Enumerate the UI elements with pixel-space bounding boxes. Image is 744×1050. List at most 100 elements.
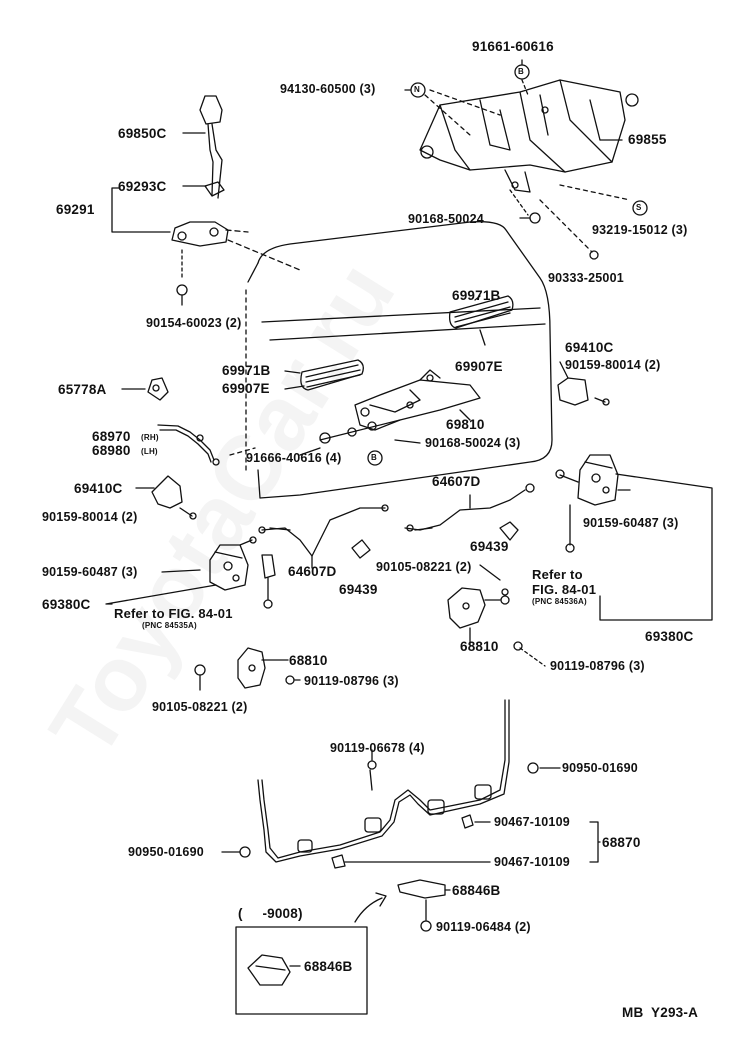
marker-b-top <box>514 64 530 80</box>
part-label: 69293C <box>118 179 167 194</box>
arrow-upgrade <box>354 892 387 923</box>
ref-right-line2: FIG. 84-01 <box>532 582 597 597</box>
lock-mechanism-69810 <box>319 369 481 444</box>
bolt-90154 <box>176 284 188 306</box>
dashed-94130 <box>429 89 501 116</box>
cable-64607D-right <box>404 483 535 532</box>
back-door-outline <box>245 221 553 499</box>
diagram-id: MB Y293-A <box>622 1005 699 1020</box>
ref-left-line1: Refer to FIG. 84-01 <box>114 606 233 621</box>
part-label-suffix: (LH) <box>141 447 158 456</box>
part-label: 90168-50024 <box>408 212 484 226</box>
part-label: 69410C <box>74 481 123 496</box>
part-label: 91661-60616 <box>472 39 554 54</box>
part-label: 68870 <box>602 835 641 850</box>
part-label: 68980 <box>92 443 131 458</box>
part-label: 90159-80014 (2) <box>565 358 661 372</box>
part-label: 94130-60500 (3) <box>280 82 376 96</box>
clip-69439-left <box>351 539 371 559</box>
marker-s <box>632 200 648 216</box>
bracket-68846B-upper <box>397 879 446 899</box>
clip-69439-right <box>499 521 519 541</box>
leader-90105-a <box>479 564 501 581</box>
part-label-suffix: (RH) <box>141 433 159 442</box>
part-label: 90119-06484 (2) <box>436 920 531 934</box>
marker-n <box>410 82 426 98</box>
rod-68970 <box>157 424 220 466</box>
part-label: 90950-01690 <box>562 761 638 775</box>
part-label: 90105-08221 (2) <box>376 560 472 574</box>
ref-right-line3: (PNC 84536A) <box>532 597 587 606</box>
part-label: 90159-60487 (3) <box>42 565 138 579</box>
bracket-68846B-inset <box>247 954 291 986</box>
bracket-68870 <box>589 821 601 863</box>
bracket-69410C-left <box>151 475 197 520</box>
part-label: 91666-40616 (4) <box>246 451 342 465</box>
leader-69410C-a <box>559 361 569 379</box>
part-label: 90467-10109 <box>494 815 570 829</box>
marker-b-label-1: B <box>518 67 524 76</box>
bolt-90105-b <box>194 664 206 691</box>
leader-69907E-b <box>284 385 305 390</box>
garnish-lower <box>300 359 364 391</box>
part-label: 90154-60023 (2) <box>146 316 242 330</box>
bolt-90105-a <box>501 588 509 596</box>
ref-left-line2: (PNC 84535A) <box>142 621 197 630</box>
part-label: 68846B <box>452 883 501 898</box>
stay-69850C <box>199 95 223 199</box>
leader-90159-60487-a <box>161 569 201 573</box>
part-label: 90950-01690 <box>128 845 204 859</box>
bracket-69380C-right <box>599 473 713 621</box>
part-label: 90119-08796 (3) <box>304 674 399 688</box>
bracket-69380C-left <box>105 584 217 605</box>
switch-left <box>261 554 276 609</box>
marker-s-label: S <box>636 203 642 212</box>
bolt-90119-b <box>513 641 523 651</box>
latch-69380C-left <box>209 536 257 591</box>
part-label: 90159-80014 (2) <box>42 510 138 524</box>
part-label: 93219-15012 (3) <box>592 223 688 237</box>
clip-90467-a <box>461 814 474 829</box>
part-label: 90159-60487 (3) <box>583 516 679 530</box>
part-label: 68810 <box>289 653 328 668</box>
hinge-assembly-69855 <box>419 79 639 193</box>
part-label: 90333-25001 <box>548 271 624 285</box>
part-label: 69855 <box>628 132 667 147</box>
part-label: 90119-06678 (4) <box>330 741 425 755</box>
ref-right-line1: Refer to <box>532 567 583 582</box>
part-label: 69439 <box>339 582 378 597</box>
dashed-94130b <box>424 94 471 136</box>
part-label: 64607D <box>432 474 481 489</box>
nut-90333 <box>589 250 599 260</box>
garnish-upper <box>448 295 514 329</box>
leader-69971B-a <box>474 295 481 301</box>
leader-90333 <box>539 199 593 253</box>
part-label: 65778A <box>58 382 107 397</box>
bracket-68810-right <box>447 587 510 629</box>
bracket-69410C-right <box>557 377 610 406</box>
part-label: 90168-50024 (3) <box>425 436 521 450</box>
rod-assembly-68870 <box>257 699 510 863</box>
bracket-69291 <box>111 187 171 233</box>
part-label: 69971B <box>452 288 501 303</box>
dashed-rod <box>229 447 256 456</box>
part-label: 69439 <box>470 539 509 554</box>
part-label: 90467-10109 <box>494 855 570 869</box>
leader-93219 <box>559 184 631 201</box>
grommet-90950-b <box>239 846 251 858</box>
clip-90467-b <box>331 854 346 869</box>
part-label: 64607D <box>288 564 337 579</box>
part-label: 69810 <box>446 417 485 432</box>
part-label: 90105-08221 (2) <box>152 700 248 714</box>
marker-n-label: N <box>414 85 420 94</box>
clip-65778A <box>147 377 169 401</box>
part-label: 68970 <box>92 429 131 444</box>
bolt-90168-a <box>529 212 541 224</box>
range-label: ( -9008) <box>238 906 303 921</box>
part-label: 68846B <box>304 959 353 974</box>
grommet-90950-a <box>527 762 539 774</box>
part-label: 69907E <box>222 381 270 396</box>
part-label: 90119-08796 (3) <box>550 659 645 673</box>
lock-69291 <box>171 181 229 247</box>
